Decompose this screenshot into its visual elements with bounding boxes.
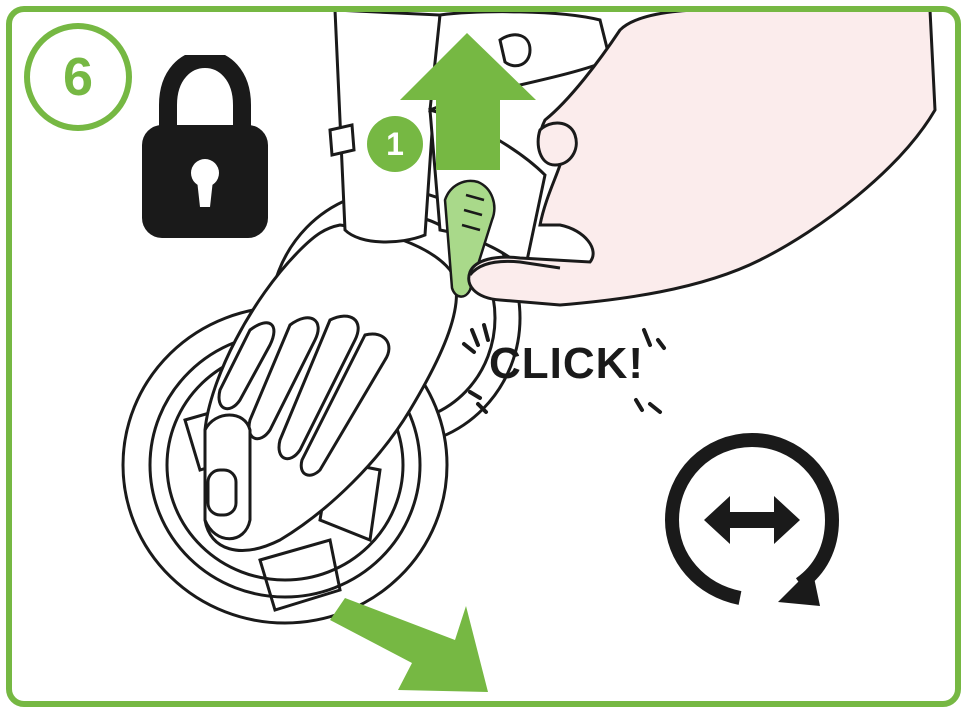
step-number: 6 bbox=[63, 50, 93, 104]
arrow-down-right-icon bbox=[330, 598, 488, 692]
lock-icon bbox=[140, 55, 270, 240]
step-number-badge: 6 bbox=[24, 23, 132, 131]
click-sound-label: CLICK! bbox=[489, 342, 644, 386]
substep-number-badge: 1 bbox=[367, 116, 423, 172]
swivel-rotate-icon bbox=[660, 430, 850, 620]
substep-number: 1 bbox=[386, 128, 404, 160]
